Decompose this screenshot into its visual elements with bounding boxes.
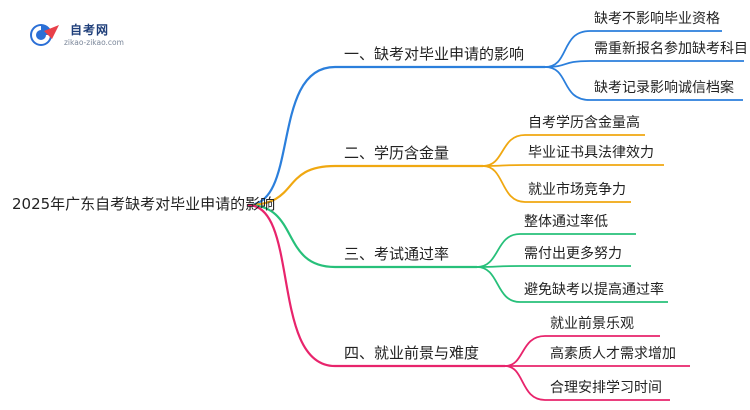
- link-branch-3-leaf-2: [476, 265, 631, 268]
- branch-4-leaf-1: 就业前景乐观: [550, 316, 634, 332]
- link-branch-3-leaf-1: [476, 233, 636, 268]
- branch-2-leaf-1: 自考学历含金量高: [528, 115, 640, 131]
- branch-2-label: 二、学历含金量: [344, 144, 450, 162]
- branch-3-label: 三、考试通过率: [344, 245, 450, 263]
- link-branch-4-leaf-1: [504, 335, 660, 367]
- branch-3-leaf-2: 需付出更多努力: [524, 246, 622, 262]
- branch-4-label: 四、就业前景与难度: [344, 344, 480, 362]
- link-root-branch-3: [247, 203, 477, 269]
- branch-1-leaf-3: 缺考记录影响诚信档案: [594, 80, 734, 96]
- link-branch-4-leaf-3: [504, 365, 670, 401]
- branch-1-leaf-1: 缺考不影响毕业资格: [594, 11, 720, 27]
- logo-url: zikao-zikao.com: [64, 38, 124, 47]
- logo-mark-icon: [30, 24, 59, 46]
- link-branch-1-leaf-3: [544, 66, 743, 101]
- link-branch-2-leaf-2: [482, 164, 664, 167]
- branch-1-label: 一、缺考对毕业申请的影响: [344, 45, 525, 63]
- branch-4-leaf-2: 高素质人才需求增加: [550, 346, 676, 362]
- branch-2-leaf-2: 毕业证书具法律效力: [528, 145, 654, 161]
- root-topic: 2025年广东自考缺考对毕业申请的影响: [12, 195, 276, 213]
- link-branch-2-leaf-3: [482, 165, 631, 203]
- link-root-branch-2: [247, 164, 483, 207]
- site-logo: 自考网 zikao-zikao.com: [28, 18, 138, 52]
- link-root-branch-1: [247, 65, 545, 207]
- link-branch-1-leaf-2: [544, 60, 744, 68]
- branch-3-leaf-1: 整体通过率低: [524, 214, 608, 230]
- link-root-branch-4: [247, 203, 505, 368]
- branch-3-leaf-3: 避免缺考以提高通过率: [524, 282, 664, 298]
- branch-2-leaf-3: 就业市场竞争力: [528, 182, 626, 198]
- link-branch-2-leaf-1: [482, 134, 645, 167]
- branch-1-leaf-2: 需重新报名参加缺考科目: [594, 41, 748, 57]
- link-branch-1-leaf-1: [544, 30, 722, 68]
- link-branch-3-leaf-3: [476, 266, 668, 303]
- logo-title: 自考网: [70, 23, 110, 37]
- branch-4-leaf-3: 合理安排学习时间: [550, 380, 662, 396]
